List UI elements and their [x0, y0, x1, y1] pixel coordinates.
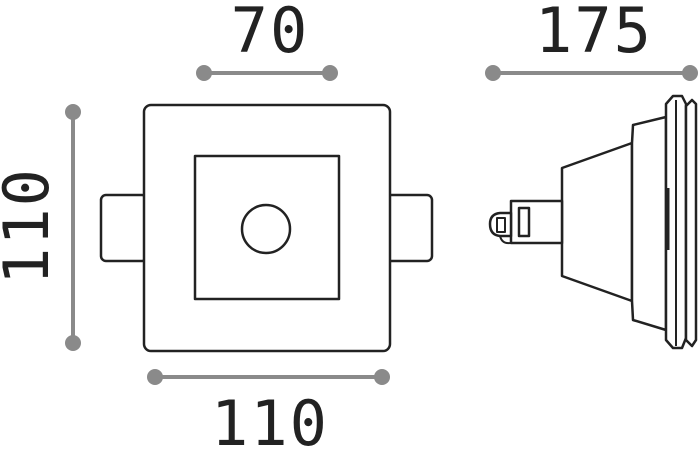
front-view: [99, 103, 434, 353]
cone-body: [560, 141, 634, 303]
mounting-clip-left: [99, 193, 149, 263]
dimension-endpoint: [322, 65, 338, 81]
connector-hook: [499, 235, 511, 245]
mounting-clip-right: [384, 193, 434, 263]
side-frame: [630, 115, 668, 332]
dimension-endpoint: [147, 369, 163, 385]
plate-lip: [684, 98, 698, 348]
dimension-bottom-width: 110: [147, 369, 390, 450]
dimension-label-110-vertical: 110: [0, 167, 63, 285]
dimension-endpoint: [196, 65, 212, 81]
dimension-height: 110: [0, 104, 81, 351]
dimension-label-110-horizontal: 110: [211, 387, 329, 450]
dimension-endpoint: [374, 369, 390, 385]
dimension-label-175: 175: [535, 0, 653, 67]
dimension-label-70: 70: [231, 0, 310, 67]
connector-pin: [496, 217, 506, 233]
dimension-endpoint: [65, 104, 81, 120]
dimension-endpoint: [682, 65, 698, 81]
dimension-endpoint: [65, 335, 81, 351]
lamp-opening: [240, 203, 292, 255]
dimension-side-depth: 175: [485, 0, 698, 81]
connector-ring: [517, 206, 531, 238]
side-view: [488, 94, 698, 350]
dimension-endpoint: [485, 65, 501, 81]
dimension-top-width: 70: [196, 0, 338, 81]
